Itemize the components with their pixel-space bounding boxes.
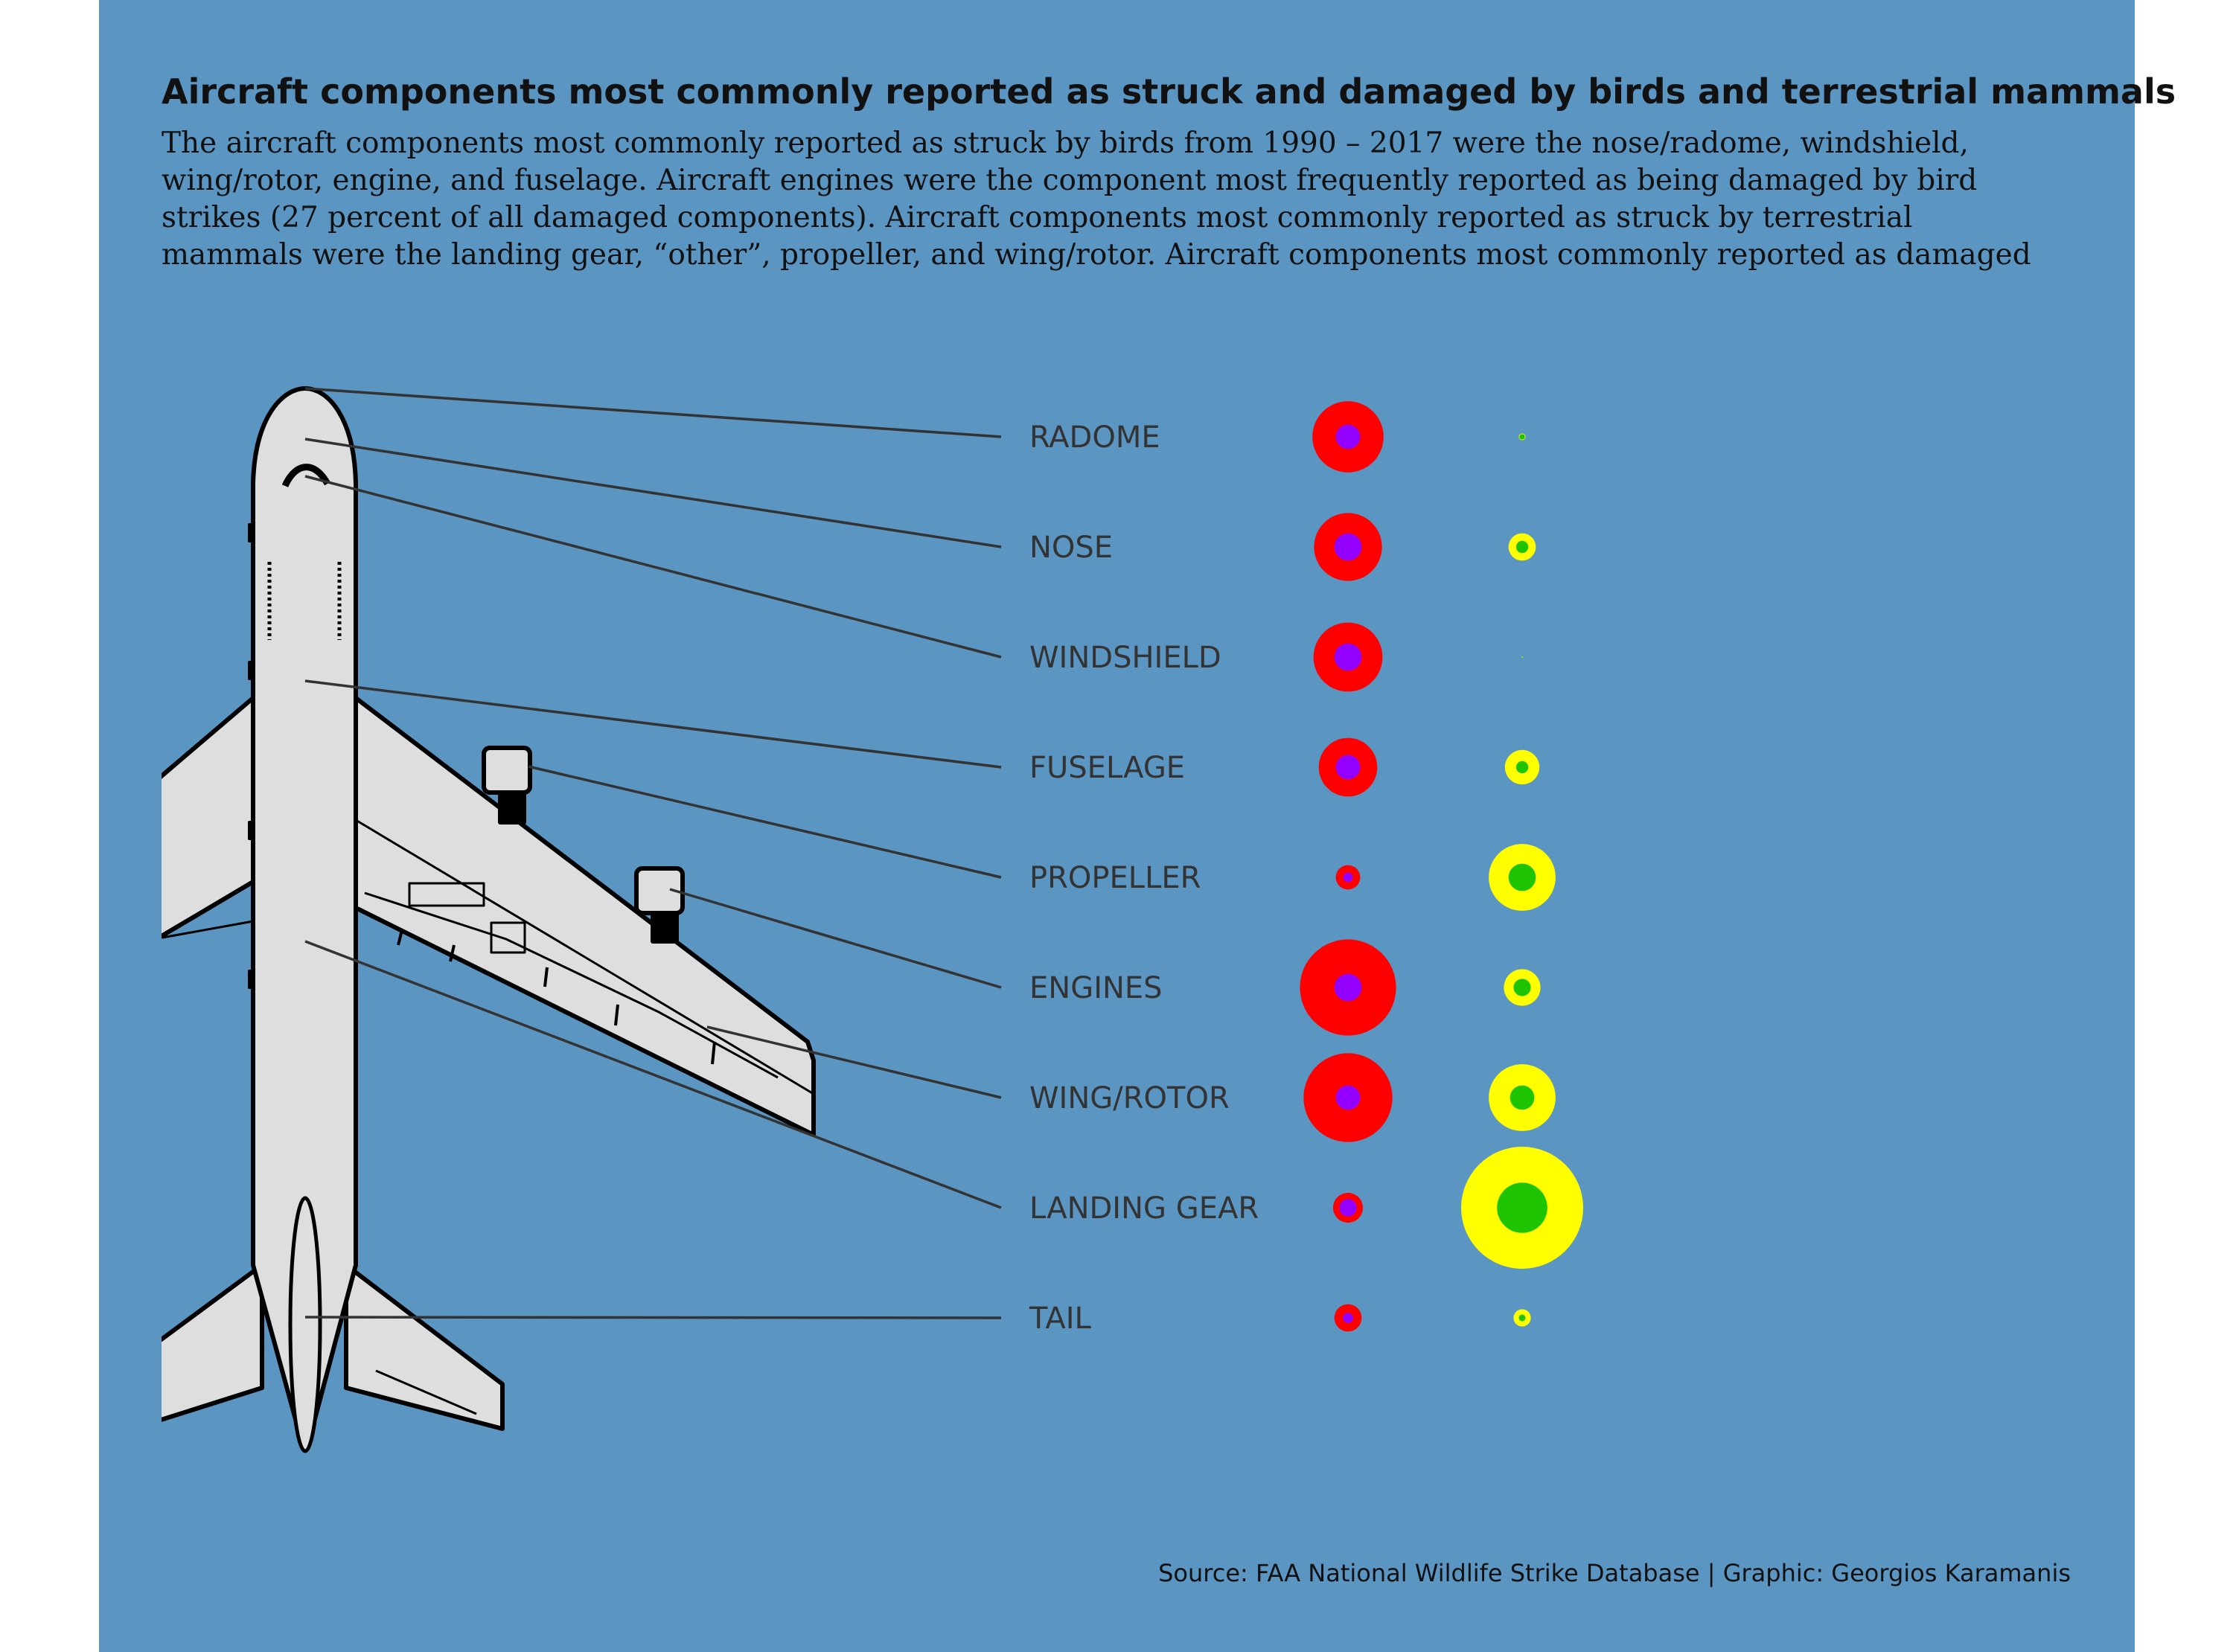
left-wing-flap <box>162 920 254 939</box>
caption: Source: FAA National Wildlife Strike Dat… <box>1158 1559 2071 1587</box>
bubble-mammals-damaged-tail <box>1518 1314 1526 1322</box>
bubble-mammals-damaged-wing-rotor <box>1510 1085 1535 1110</box>
bubble-birds-damaged-windshield <box>1334 643 1362 671</box>
bubble-mammals-damaged-nose <box>1515 540 1529 554</box>
bubble-mammals-damaged-landing-gear <box>1497 1182 1547 1233</box>
leader-line-radome <box>304 387 1002 438</box>
component-label-engines: ENGINES <box>1029 971 1163 1005</box>
bubble-birds-damaged-propeller <box>1343 872 1353 883</box>
tail-fin <box>288 1196 322 1453</box>
leader-line-nose <box>304 438 1002 548</box>
bubble-mammals-damaged-engines <box>1513 979 1531 996</box>
left-stabilizer <box>162 1263 264 1422</box>
component-label-landing-gear: LANDING GEAR <box>1029 1191 1259 1226</box>
bubble-birds-damaged-landing-gear <box>1339 1199 1357 1217</box>
bubble-birds-damaged-fuselage <box>1335 755 1361 780</box>
component-label-radome: RADOME <box>1029 420 1160 455</box>
wing-flap-panel <box>408 882 485 907</box>
chart-subtitle: The aircraft components most commonly re… <box>162 125 2231 274</box>
component-label-tail: TAIL <box>1029 1302 1091 1336</box>
component-label-wing-rotor: WING/ROTOR <box>1029 1081 1230 1115</box>
chart-title: Aircraft components most commonly report… <box>162 71 2176 112</box>
component-label-windshield: WINDSHIELD <box>1029 641 1221 675</box>
wing-flap-panel <box>490 921 526 954</box>
leader-line-fuselage <box>304 679 1002 769</box>
leader-line-tail <box>304 1316 1002 1319</box>
component-label-nose: NOSE <box>1029 531 1113 565</box>
stabilizer-line <box>375 1369 477 1415</box>
bubble-mammals-damaged-windshield <box>1521 656 1523 658</box>
engine-nacelle <box>482 746 532 795</box>
subtitle-line: strikes (27 percent of all damaged compo… <box>162 201 1913 234</box>
engine-nacelle <box>634 866 685 915</box>
bubble-birds-damaged-nose <box>1334 533 1362 561</box>
bubble-birds-damaged-radome <box>1335 424 1361 449</box>
bubble-birds-damaged-tail <box>1343 1313 1353 1323</box>
right-wing <box>354 696 816 1137</box>
bubble-mammals-damaged-radome <box>1519 434 1525 440</box>
right-wing-edge-line <box>355 819 814 1095</box>
leader-line-landing-gear <box>304 940 1002 1209</box>
leader-line-propeller <box>528 765 1002 879</box>
bubbles <box>1300 401 1583 1332</box>
bubble-mammals-damaged-fuselage <box>1515 761 1529 774</box>
leader-lines <box>304 387 1002 1319</box>
subtitle-line: wing/rotor, engine, and fuselage. Aircra… <box>162 164 1978 197</box>
bubble-birds-damaged-engines <box>1334 973 1362 1002</box>
left-wing <box>162 696 255 939</box>
airplane-illustration <box>162 386 816 1453</box>
right-wing-flaps <box>364 891 779 1079</box>
component-label-propeller: PROPELLER <box>1029 861 1201 895</box>
leader-line-engines <box>669 888 1002 989</box>
component-labels: RADOME NOSE WINDSHIELD FUSELAGE PROPELLER ENG… <box>1029 420 1259 1336</box>
component-label-fuselage: FUSELAGE <box>1029 751 1185 785</box>
leader-line-windshield <box>304 475 1002 659</box>
subtitle-line: mammals were the landing gear, “other”, … <box>162 238 2031 272</box>
fuselage-doors <box>248 523 253 989</box>
leader-line-wing-rotor <box>706 1025 1002 1099</box>
bubble-birds-damaged-wing-rotor <box>1335 1085 1361 1110</box>
right-stabilizer <box>344 1263 505 1431</box>
windshield <box>281 464 330 487</box>
wing-flap-fairings <box>397 929 716 1065</box>
bubble-mammals-damaged-propeller <box>1508 863 1536 891</box>
subtitle-line: The aircraft components most commonly re… <box>162 127 1969 160</box>
